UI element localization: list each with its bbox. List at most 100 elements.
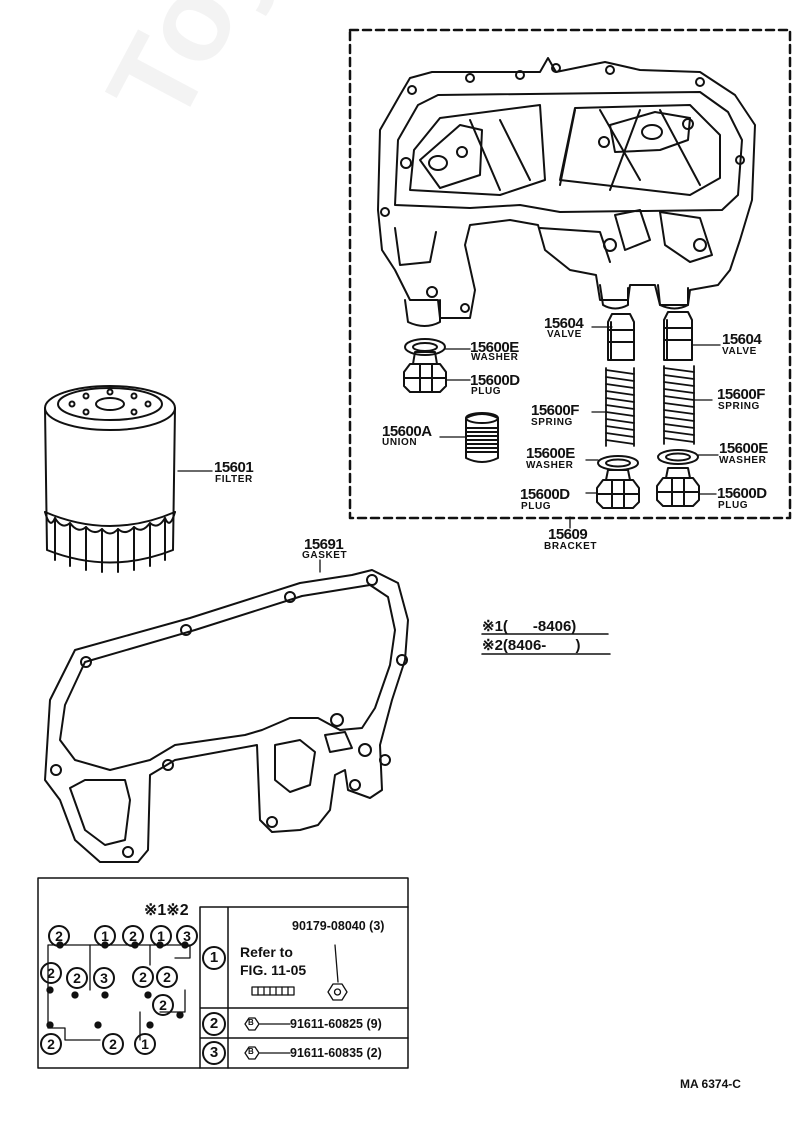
bracket-assembly-boundary xyxy=(348,28,792,520)
washer-mid xyxy=(597,455,639,471)
gasket-number: 15691 xyxy=(304,536,344,553)
grid-circle: 2 xyxy=(66,967,88,989)
bolt-lines xyxy=(259,1023,291,1054)
washer-left-number: 15600E xyxy=(470,339,519,356)
bracket-name: BRACKET xyxy=(544,541,598,552)
key-mark-1: ※1 xyxy=(482,618,503,635)
table-row-circle: 3 xyxy=(202,1041,226,1065)
washer-right-number: 15600E xyxy=(719,440,768,457)
grid-circle: 2 xyxy=(156,966,178,988)
grid-circle: 2 xyxy=(102,1033,124,1055)
table-row-part: 91611-60835 (2) xyxy=(290,1046,382,1060)
washer-right xyxy=(657,449,699,465)
nut-icon xyxy=(327,944,348,1001)
grid-circle-label: 2 xyxy=(156,966,178,988)
valve-left-name: VALVE xyxy=(547,329,582,340)
grid-circle-label: 2 xyxy=(66,967,88,989)
spring-left-name: SPRING xyxy=(531,417,573,428)
union-number: 15600A xyxy=(382,423,432,440)
valve-right-number: 15604 xyxy=(722,331,762,348)
table-row-part: 91611-60825 (9) xyxy=(290,1017,382,1031)
table-row-circle-label: 1 xyxy=(202,946,226,970)
key-mark-2: ※2 xyxy=(482,637,503,654)
plug-right xyxy=(656,467,700,507)
spring-right-number: 15600F xyxy=(717,386,765,403)
valve-left-number: 15604 xyxy=(544,315,584,332)
grid-circle-label: 3 xyxy=(176,925,198,947)
grid-circle-label: 3 xyxy=(93,967,115,989)
bolt-mark: B xyxy=(248,1018,254,1027)
valve-left xyxy=(607,313,635,361)
stud-bolt-icon xyxy=(251,986,295,996)
bolt-table-header: ※1※2 xyxy=(144,902,189,919)
plug-mid-number: 15600D xyxy=(520,486,570,503)
gasket-name: GASKET xyxy=(302,550,348,561)
spring-right xyxy=(663,365,695,445)
filter-number: 15601 xyxy=(214,459,254,476)
washer-mid-name: WASHER xyxy=(526,460,574,471)
leader-lines xyxy=(177,326,721,573)
table-row-circle: 2 xyxy=(202,1012,226,1036)
grid-circle: 2 xyxy=(40,1033,62,1055)
oil-filter xyxy=(44,385,176,573)
bracket-casting xyxy=(377,57,756,327)
table-row-circle: 1 xyxy=(202,946,226,970)
washer-mid-number: 15600E xyxy=(526,445,575,462)
plug-mid-name: PLUG xyxy=(521,501,552,512)
refer-text-2: FIG. 11-05 xyxy=(240,962,307,978)
key-underline xyxy=(481,633,611,655)
grid-circle-label: 2 xyxy=(40,1033,62,1055)
grid-circle: 1 xyxy=(134,1033,156,1055)
grid-circle: 2 xyxy=(132,966,154,988)
grid-circle-label: 2 xyxy=(132,966,154,988)
plug-left-number: 15600D xyxy=(470,372,520,389)
grid-circle-label: 1 xyxy=(150,925,172,947)
table-row-part: 90179-08040 (3) xyxy=(292,919,385,933)
plug-left-name: PLUG xyxy=(471,386,502,397)
grid-circle: 2 xyxy=(40,962,62,984)
grid-circle-label: 1 xyxy=(94,925,116,947)
table-row-circle-label: 2 xyxy=(202,1012,226,1036)
spring-left xyxy=(605,367,635,447)
washer-right-name: WASHER xyxy=(719,455,767,466)
filter-name: FILTER xyxy=(215,474,253,485)
gasket-outline xyxy=(44,569,409,863)
bolt-b-icons xyxy=(244,1017,260,1060)
figure-code: MA 6374-C xyxy=(680,1077,741,1091)
valve-right-name: VALVE xyxy=(722,346,757,357)
grid-circle: 3 xyxy=(93,967,115,989)
plug-right-name: PLUG xyxy=(718,500,749,511)
refer-text-1: Refer to xyxy=(240,944,293,960)
plug-mid xyxy=(596,469,640,509)
grid-circle: 1 xyxy=(94,925,116,947)
grid-circle: 2 xyxy=(152,994,174,1016)
grid-circle-label: 2 xyxy=(152,994,174,1016)
key-line-2: ※2(8406- ) xyxy=(482,638,580,654)
grid-circle: 2 xyxy=(122,925,144,947)
washer-left-name: WASHER xyxy=(471,352,519,363)
grid-circle-label: 2 xyxy=(48,925,70,947)
grid-circle-label: 2 xyxy=(122,925,144,947)
key-range-2: (8406- ) xyxy=(502,637,581,654)
key-line-1: ※1( -8406) xyxy=(482,619,576,635)
bolt-table-frame xyxy=(37,877,409,1069)
union-pipe xyxy=(465,412,499,463)
grid-circle-label: 2 xyxy=(102,1033,124,1055)
union-name: UNION xyxy=(382,437,418,448)
grid-circle: 3 xyxy=(176,925,198,947)
key-range-1: ( -8406) xyxy=(502,618,577,635)
grid-circle-label: 1 xyxy=(134,1033,156,1055)
grid-circle: 1 xyxy=(150,925,172,947)
grid-circle-label: 2 xyxy=(40,962,62,984)
plug-left xyxy=(403,351,447,393)
valve-right xyxy=(663,311,693,361)
bracket-number: 15609 xyxy=(548,526,588,543)
grid-circle: 2 xyxy=(48,925,70,947)
spring-left-number: 15600F xyxy=(531,402,579,419)
bolt-mark: B xyxy=(248,1047,254,1056)
spring-right-name: SPRING xyxy=(718,401,760,412)
table-row-circle-label: 3 xyxy=(202,1041,226,1065)
bolt-pattern xyxy=(46,941,191,1041)
